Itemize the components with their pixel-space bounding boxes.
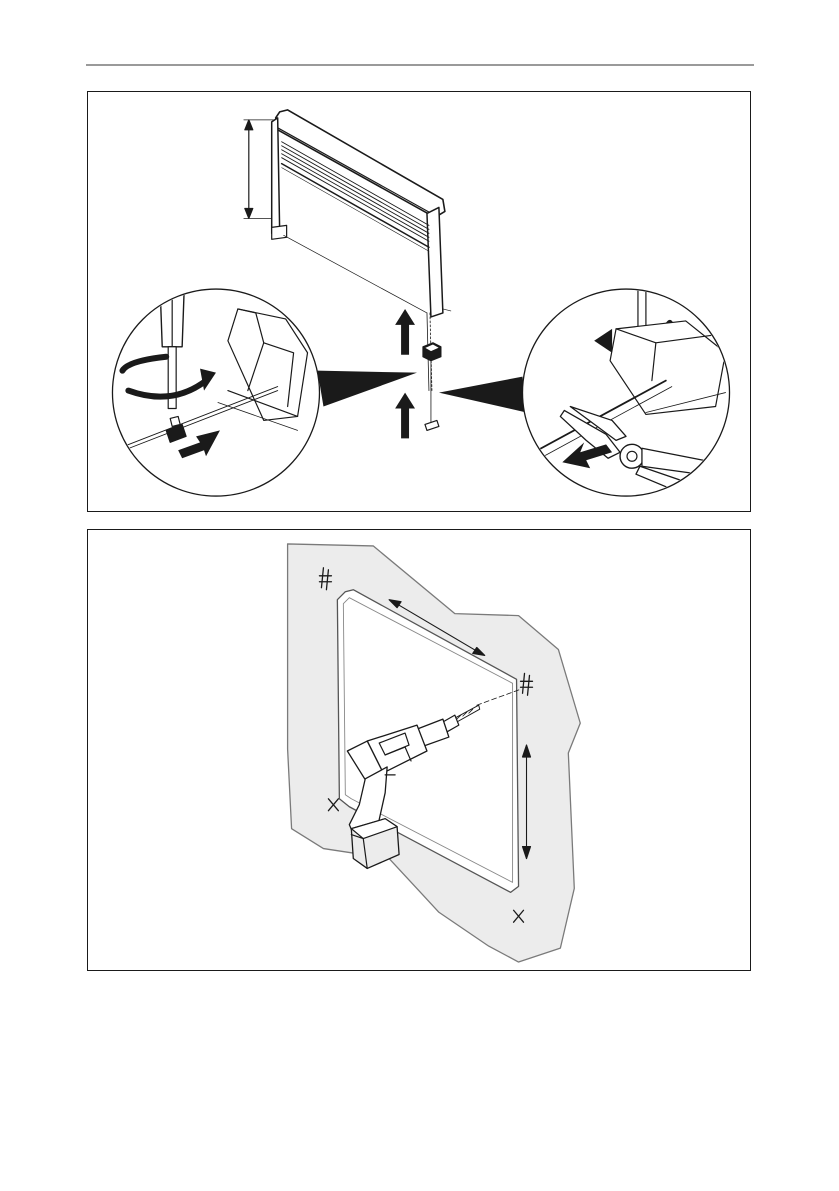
figure-blind-installation-drawing [88,92,750,511]
screwdriver-detail [108,289,319,496]
figure-drill-mounting-holes [87,529,751,971]
figure-blind-installation [87,91,751,512]
pliers-detail [523,289,730,500]
right-callout-wedge [439,377,527,413]
figure-drill-mounting-holes-drawing [88,530,750,970]
height-dimension-arrow [244,120,276,219]
header-rule [86,64,754,66]
